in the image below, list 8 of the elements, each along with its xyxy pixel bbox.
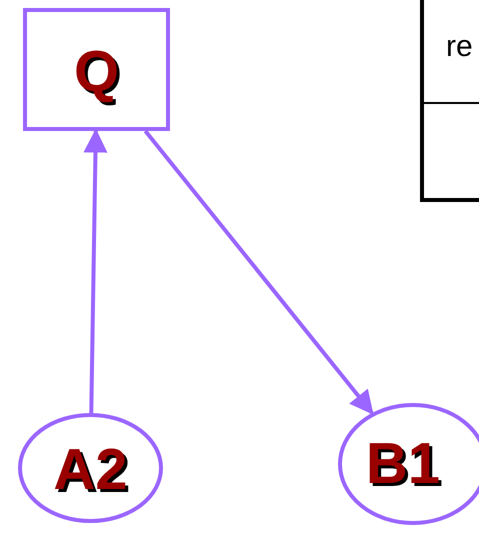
table-cell-text: re xyxy=(446,30,473,64)
node-label: B1 xyxy=(366,435,440,493)
node-label: A2 xyxy=(53,441,128,499)
arrow xyxy=(83,128,108,414)
ellipse-node xyxy=(18,413,163,523)
arrow xyxy=(144,130,374,415)
node-label: Q xyxy=(74,42,120,100)
process-box xyxy=(23,8,170,131)
